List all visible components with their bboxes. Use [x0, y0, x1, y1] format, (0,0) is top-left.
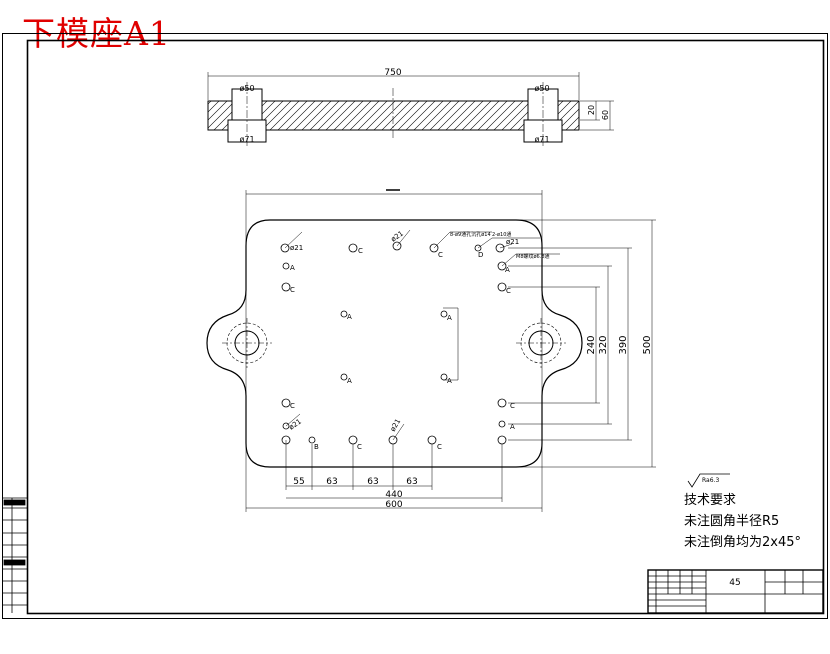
svg-text:ø21: ø21 [288, 418, 303, 432]
dim-240: 240 [586, 335, 597, 354]
svg-text:C: C [510, 402, 515, 410]
notes-line-2: 未注倒角均为2x45° [684, 535, 802, 550]
svg-text:C: C [438, 251, 443, 259]
dim-63-a: 63 [326, 477, 337, 487]
notes-line-1: 未注圆角半径R5 [684, 514, 780, 529]
dim-440: 440 [385, 490, 402, 500]
dim-600: 600 [385, 500, 402, 510]
svg-text:C: C [290, 402, 295, 410]
svg-text:8-ø9通孔沉孔ø14: 8-ø9通孔沉孔ø14 [450, 231, 491, 238]
title-block [647, 569, 824, 614]
roughness-symbol [687, 473, 730, 488]
svg-text:C: C [358, 247, 363, 255]
svg-text:2-ø10通: 2-ø10通 [492, 231, 511, 238]
svg-text:C: C [506, 287, 511, 295]
svg-text:A: A [447, 314, 452, 322]
svg-text:ø21: ø21 [390, 230, 405, 244]
dim-63-b: 63 [367, 477, 378, 487]
outer-frame [2, 33, 828, 619]
dim-phi71-right: ø71 [534, 135, 549, 144]
svg-text:A: A [290, 264, 295, 272]
svg-text:A: A [347, 313, 352, 321]
dim-phi50-left: ø50 [239, 84, 254, 93]
dim-55: 55 [293, 477, 304, 487]
dim-63-c: 63 [406, 477, 417, 487]
notes-heading: 技术要求 [684, 493, 737, 508]
svg-text:C: C [357, 443, 362, 451]
svg-text:M8螺纹ø6.8通: M8螺纹ø6.8通 [516, 253, 550, 260]
svg-text:A: A [347, 377, 352, 385]
dim-500: 500 [642, 335, 653, 354]
svg-text:A: A [447, 377, 452, 385]
roughness-value: Ra6.3 [702, 477, 719, 484]
dim-320: 320 [598, 335, 609, 354]
svg-text:ø21: ø21 [389, 418, 403, 433]
left-margin-table [2, 497, 28, 613]
dim-phi50-right: ø50 [534, 84, 549, 93]
dim-750: 750 [384, 68, 401, 78]
svg-text:B: B [314, 443, 319, 451]
dim-390: 390 [618, 335, 629, 354]
svg-text:C: C [437, 443, 442, 451]
material-label: 45 [729, 578, 740, 588]
inner-frame [26, 39, 825, 615]
svg-text:ø21: ø21 [290, 244, 303, 252]
dim-60: 60 [601, 110, 610, 120]
plate-outline [206, 219, 583, 468]
svg-text:A: A [505, 266, 510, 274]
svg-text:D: D [478, 251, 483, 259]
dim-phi71-left: ø71 [239, 135, 254, 144]
svg-text:ø21: ø21 [506, 238, 519, 246]
plan-view: ø21 ø21 8-ø9通孔沉孔ø14 2-ø10通 ø21 M8螺纹ø6.8通… [206, 189, 656, 512]
section-view: 750 ø50 ø50 ø71 ø71 20 60 [207, 68, 614, 146]
svg-text:A: A [510, 423, 515, 431]
dim-20: 20 [587, 105, 596, 115]
svg-text:C: C [290, 286, 295, 294]
